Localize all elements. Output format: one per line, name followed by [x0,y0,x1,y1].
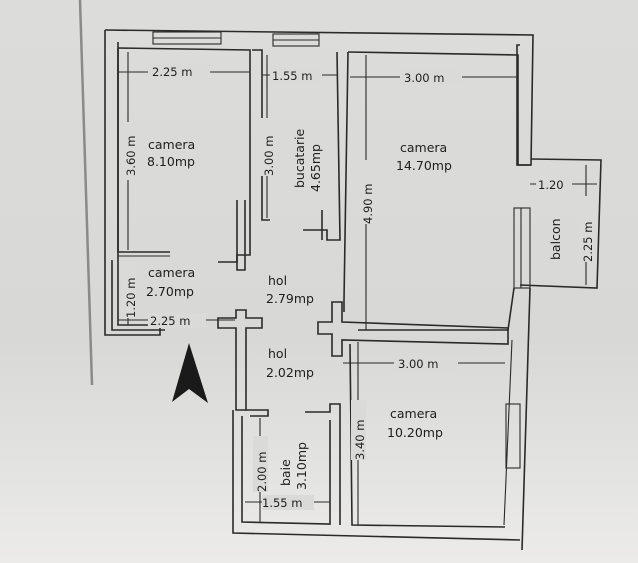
room-baie-area: 3.10mp [294,442,309,490]
room-camera1-name: camera [148,137,195,152]
dim-bucatarie-width: 1.55 m [272,69,312,83]
dim-camera1-height: 3.60 m [124,136,138,176]
dim-baie-width: 1.55 m [262,496,302,510]
dim-baie-height: 2.00 m [255,452,269,492]
dim-camera1-width: 2.25 m [152,65,192,79]
dim-balcon-height: 2.25 m [581,222,595,262]
paper-edge [78,0,94,386]
room-hol2-name: hol [268,346,287,361]
room-camera4-area: 10.20mp [387,425,443,440]
dim-camera2-height: 4.90 m [361,184,375,224]
dim-camera4-height: 3.40 m [353,420,367,460]
room-labels: camera 8.10mp bucatarie 4.65mp camera 14… [146,128,563,490]
dimension-labels: 2.25 m 3.60 m 1.55 m 3.00 m 3.00 m 4.90 … [121,64,595,510]
dim-balcon-width: 1.20 [538,178,564,192]
dim-camera2-width: 3.00 m [404,71,444,85]
room-hol1-area: 2.79mp [266,291,314,306]
dim-camera4-width: 3.00 m [398,357,438,371]
room-camera3-name: camera [148,265,195,280]
room-camera2-name: camera [400,140,447,155]
room-camera2-area: 14.70mp [396,158,452,173]
room-hol1-name: hol [268,273,287,288]
room-camera1-area: 8.10mp [147,154,195,169]
dim-camera3-height: 1.20 m [124,278,138,318]
room-balcon-name: balcon [548,218,563,260]
dim-camera3-width: 2.25 m [150,314,190,328]
room-bucatarie-area: 4.65mp [308,144,323,192]
room-hol2-area: 2.02mp [266,365,314,380]
room-bucatarie-name: bucatarie [292,128,307,188]
north-arrow-icon [172,343,208,403]
room-camera3-area: 2.70mp [146,284,194,299]
room-baie-name: baie [278,459,293,486]
room-camera4-name: camera [390,406,437,421]
dim-bucatarie-height: 3.00 m [262,136,276,176]
